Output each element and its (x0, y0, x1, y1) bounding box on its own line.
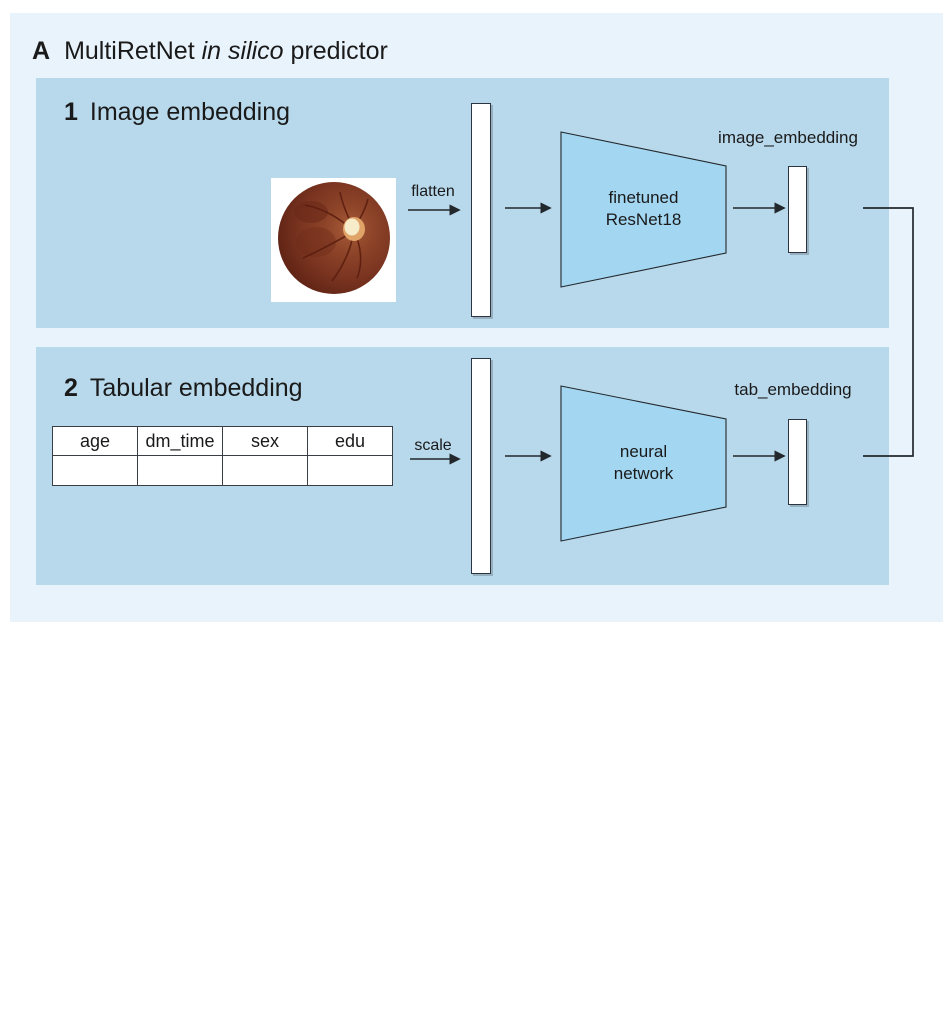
resnet-label: finetuned ResNet18 (561, 187, 726, 231)
image-embedding-number: 1 (64, 98, 78, 126)
neural-network-label-line1: neural (619, 442, 668, 461)
image-embedding-heading: 1 Image embedding (64, 97, 290, 127)
table-empty-cell (307, 455, 393, 486)
tab-embedding-output-label: tab_embedding (734, 380, 852, 399)
neural-network-label: neural network (561, 441, 726, 485)
table-empty-cell (137, 455, 223, 486)
table-empty-cell (222, 455, 308, 486)
figure-title-italic: in silico (201, 37, 284, 65)
tab-embedding-vector (788, 419, 807, 505)
panel-a-label: A (32, 37, 51, 65)
fundus-illustration (278, 182, 390, 294)
tabular-embedding-number: 2 (64, 374, 78, 402)
flatten-label: flatten (411, 183, 455, 200)
figure-title: A MultiRetNet in silico predictor (32, 36, 388, 66)
figure-title-suffix: predictor (290, 37, 388, 65)
table-header-edu: edu (307, 426, 393, 456)
table-empty-row (52, 455, 393, 486)
image-embedding-output-label: image_embedding (718, 128, 858, 147)
tabular-embedding-heading-text: Tabular embedding (89, 374, 303, 402)
macula-shade (296, 227, 336, 257)
retina-dark-patch (294, 201, 328, 223)
image-embedding-vector (788, 166, 807, 253)
neural-network-label-line2: network (613, 464, 674, 483)
resnet-label-line1: finetuned (608, 188, 679, 207)
image-embedding-heading-text: Image embedding (89, 98, 291, 126)
scaled-tabular-vector (471, 358, 491, 574)
table-header-sex: sex (222, 426, 308, 456)
table-header-age: age (52, 426, 138, 456)
fundus-image (271, 178, 396, 302)
table-header-row: age dm_time sex edu (52, 426, 393, 456)
scale-label: scale (414, 437, 452, 454)
tabular-features-table: age dm_time sex edu (52, 426, 393, 486)
optic-disc (344, 218, 360, 236)
table-empty-cell (52, 455, 138, 486)
resnet-label-line2: ResNet18 (605, 210, 682, 229)
image-embedding-panel (36, 78, 889, 328)
flattened-image-vector (471, 103, 491, 317)
table-header-dm-time: dm_time (137, 426, 223, 456)
tabular-embedding-heading: 2 Tabular embedding (64, 373, 303, 403)
figure-title-name: MultiRetNet (64, 37, 195, 65)
